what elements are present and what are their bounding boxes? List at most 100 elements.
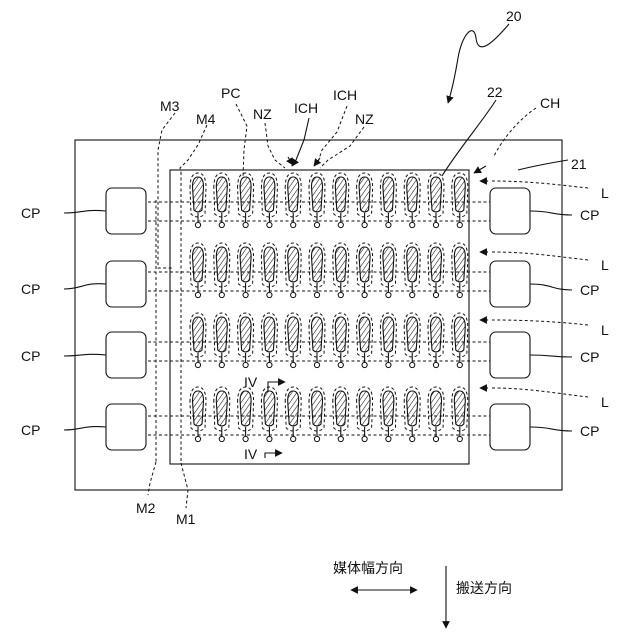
- nozzle: [214, 173, 230, 228]
- nozzle-opening: [291, 436, 296, 441]
- nozzle-opening: [219, 436, 224, 441]
- nozzle: [309, 243, 325, 298]
- nozzle-leader-left: [265, 123, 285, 168]
- pad-right: [490, 188, 530, 234]
- pressure-chamber: [383, 317, 394, 352]
- pressure-chamber: [454, 177, 465, 212]
- pressure-chamber: [431, 177, 442, 212]
- nozzle: [261, 173, 277, 228]
- pressure-chamber: [240, 177, 251, 212]
- pad-leader-left: [64, 354, 106, 356]
- pad-left: [106, 261, 146, 307]
- nozzle-opening: [219, 222, 224, 227]
- nozzle-opening: [243, 436, 248, 441]
- nozzle-opening: [338, 222, 343, 227]
- ink-channel-label-right: ICH: [333, 87, 357, 103]
- nozzle: [238, 173, 254, 228]
- pressure-chamber: [454, 247, 465, 282]
- nozzle-array: [190, 173, 468, 442]
- nozzle-label-left: NZ: [253, 106, 272, 122]
- nozzle-opening: [433, 222, 438, 227]
- line-label: L: [601, 185, 609, 201]
- section-label-top: IV: [244, 374, 258, 390]
- line-labels: LLLL: [601, 185, 609, 410]
- pressure-chamber: [312, 317, 323, 352]
- section-marker-bottom: [265, 453, 282, 458]
- nozzle-opening: [195, 362, 200, 367]
- nozzle-opening: [243, 292, 248, 297]
- nozzle: [285, 387, 301, 442]
- nozzle-opening: [433, 436, 438, 441]
- nozzle-leader-right: [320, 127, 364, 168]
- channel-leader-arrow: [474, 166, 486, 173]
- pad-label-left: CP: [21, 205, 40, 221]
- nozzle: [452, 173, 468, 228]
- pressure-chamber: [312, 247, 323, 282]
- section-label-bottom: IV: [244, 446, 258, 462]
- marker-m1-leader: [181, 463, 188, 508]
- marker-m4-leader: [180, 125, 207, 172]
- nozzle-opening: [410, 222, 415, 227]
- pressure-chamber: [431, 391, 442, 426]
- pressure-chamber: [193, 317, 204, 352]
- nozzle-opening: [267, 222, 272, 227]
- pressure-chamber: [359, 317, 370, 352]
- nozzle-opening: [362, 222, 367, 227]
- line-label: L: [601, 394, 609, 410]
- nozzle-opening: [457, 292, 462, 297]
- pad-label-left: CP: [21, 281, 40, 297]
- nozzle-opening: [243, 362, 248, 367]
- pressure-chamber: [240, 247, 251, 282]
- pad-leader-left: [64, 427, 106, 430]
- pressure-chamber: [407, 391, 418, 426]
- nozzle: [190, 173, 206, 228]
- nozzle-opening: [410, 292, 415, 297]
- nozzle: [357, 313, 373, 368]
- nozzle-opening: [219, 362, 224, 367]
- nozzle-opening: [457, 222, 462, 227]
- pad-leader-left: [64, 284, 106, 289]
- nozzle: [285, 173, 301, 228]
- pad-leader-right: [530, 284, 572, 290]
- nozzle-opening: [314, 362, 319, 367]
- pressure-chamber: [312, 177, 323, 212]
- nozzle: [404, 387, 420, 442]
- pressure-chamber: [454, 391, 465, 426]
- channel-leader: [494, 108, 536, 156]
- marker-m3-leader: [158, 113, 175, 268]
- ink-channel-leader-left: [292, 118, 309, 166]
- nozzle: [452, 313, 468, 368]
- pressure-chamber: [264, 177, 275, 212]
- pressure-chamber: [407, 317, 418, 352]
- figure-number: 20: [506, 8, 522, 24]
- pressure-chamber-label: PC: [221, 85, 240, 101]
- pressure-chamber: [335, 317, 346, 352]
- nozzle-opening: [433, 362, 438, 367]
- pressure-chamber: [216, 391, 227, 426]
- nozzle-opening: [386, 436, 391, 441]
- nozzle: [190, 243, 206, 298]
- pad-label-right: CP: [580, 282, 599, 298]
- nozzle: [285, 313, 301, 368]
- ink-channel-leader-right: [318, 106, 347, 162]
- nozzle: [238, 387, 254, 442]
- nozzle: [452, 243, 468, 298]
- pressure-chamber: [407, 177, 418, 212]
- pressure-chamber: [264, 247, 275, 282]
- pressure-chamber: [193, 247, 204, 282]
- nozzle: [428, 387, 444, 442]
- nozzle-leader-left-arrow: [288, 157, 293, 165]
- marker-m3-label: M3: [160, 98, 180, 114]
- pad-label-right: CP: [580, 207, 599, 223]
- nozzle: [380, 173, 396, 228]
- nozzle: [428, 243, 444, 298]
- pressure-chamber: [288, 391, 299, 426]
- nozzle: [238, 243, 254, 298]
- nozzle-opening: [195, 292, 200, 297]
- chip-region-label: 22: [487, 84, 503, 100]
- nozzle: [214, 313, 230, 368]
- pressure-chamber: [359, 391, 370, 426]
- nozzle-opening: [291, 362, 296, 367]
- nozzle-opening: [291, 222, 296, 227]
- nozzle: [333, 387, 349, 442]
